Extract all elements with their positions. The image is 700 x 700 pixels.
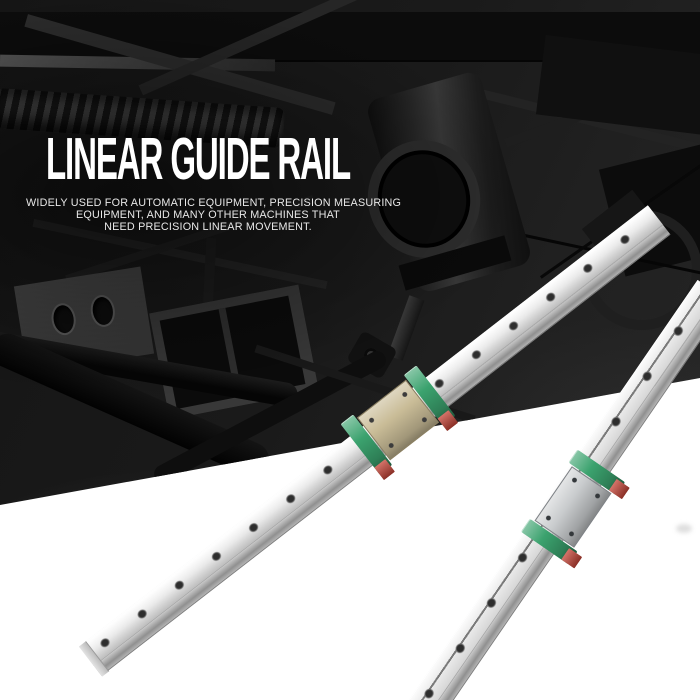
page-title: LINEAR GUIDE RAIL (46, 126, 351, 192)
description-line: WIDELY USED FOR AUTOMATIC EQUIPMENT, PRE… (26, 197, 402, 209)
faint-smudge (676, 524, 692, 533)
description-line: EQUIPMENT, AND MANY OTHER MACHINES THAT (76, 208, 340, 221)
product-description: WIDELY USED FOR AUTOMATIC EQUIPMENT, PRE… (26, 197, 402, 233)
description-line: NEED PRECISION LINEAR MOVEMENT. (104, 220, 312, 233)
